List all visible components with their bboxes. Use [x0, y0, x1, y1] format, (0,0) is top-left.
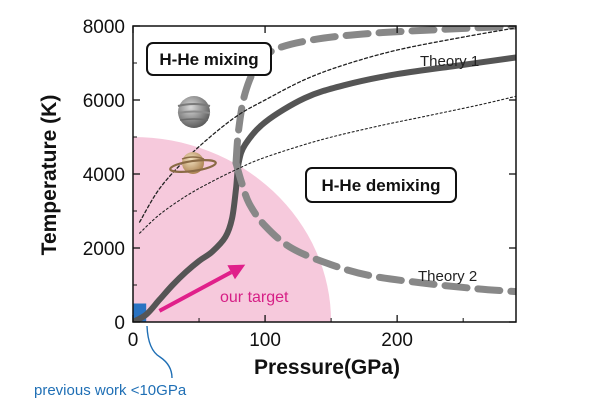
- previous-work-leader: [146, 325, 173, 379]
- saturn-icon: [169, 152, 217, 174]
- theory1-label: Theory 1: [420, 53, 479, 70]
- demixing-label-box: H-He demixing: [305, 167, 457, 203]
- target-arrow-head: [227, 264, 246, 280]
- mixing-label-box: H-He mixing: [146, 42, 272, 76]
- x-axis-title: Pressure(GPa): [254, 356, 400, 379]
- previous-work-label: previous work <10GPa: [34, 382, 187, 399]
- x-tick-label: 0: [128, 330, 139, 351]
- demixing-label: H-He demixing: [321, 176, 440, 195]
- target-arrow: [158, 264, 246, 313]
- plot-area: [133, 26, 516, 322]
- jupiter-icon: [177, 96, 211, 128]
- series-theory1-line: [133, 54, 516, 322]
- y-axis-title: Temperature (K): [38, 95, 61, 256]
- our-target-label: our target: [220, 289, 289, 306]
- x-tick-label: 100: [249, 330, 281, 351]
- y-tick-label: 2000: [83, 239, 125, 260]
- mixing-label: H-He mixing: [159, 50, 258, 69]
- y-tick-label: 0: [114, 313, 125, 334]
- series-dotted-thin-upper-line: [138, 27, 516, 223]
- theory2-label: Theory 2: [418, 268, 477, 285]
- y-tick-label: 4000: [83, 165, 125, 186]
- series-dotted-thin-lower-line: [139, 95, 516, 234]
- axis-ticks: 0 2000 4000 6000 8000 0 100 200: [83, 17, 516, 351]
- y-tick-label: 6000: [83, 91, 125, 112]
- x-tick-label: 200: [381, 330, 413, 351]
- series-theory2-line-upper: [232, 26, 516, 167]
- series-theory2-line-lower: [232, 159, 516, 296]
- y-tick-label: 8000: [83, 17, 125, 38]
- target-arrow-shaft: [158, 270, 233, 313]
